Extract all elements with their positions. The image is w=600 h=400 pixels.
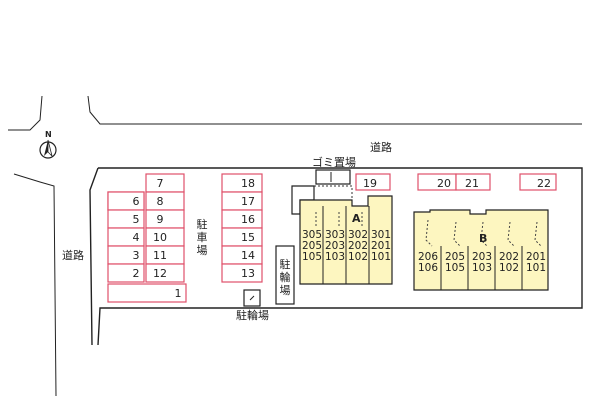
stall-12	[145, 263, 185, 283]
space-12: 12	[153, 267, 167, 280]
building-b-column-4: 202 102	[496, 251, 522, 275]
space-7: 7	[156, 177, 164, 190]
road-label-left: 道路	[62, 249, 84, 262]
unit-302: 302	[347, 229, 369, 241]
space-20: 20	[437, 177, 451, 190]
parking-layer	[107, 173, 557, 303]
building-b-column-5: 201 101	[523, 251, 549, 275]
unit-301: 301	[370, 229, 392, 241]
stall-19	[355, 173, 391, 191]
parking-label: 駐車場	[196, 218, 208, 258]
building-b-label: B	[479, 232, 488, 245]
unit-103: 103	[324, 251, 346, 264]
building-b-column-1: 206 106	[415, 251, 441, 275]
unit-105: 105	[301, 251, 323, 264]
space-15: 15	[241, 231, 255, 244]
building-b-column-3: 203 103	[469, 251, 495, 275]
space-16: 16	[241, 213, 255, 226]
unit-203: 203	[324, 240, 346, 253]
road-label-top: 道路	[370, 141, 392, 154]
space-10: 10	[153, 231, 167, 244]
stall-13	[221, 263, 263, 283]
bicycle-parking-right	[275, 245, 295, 305]
road-edge-left	[13, 173, 57, 397]
unit-b-205: 205	[444, 251, 466, 263]
unit-305: 305	[301, 229, 323, 241]
road-edge-left-top	[8, 95, 43, 131]
bicycle-label-right: 駐輪場	[279, 258, 291, 298]
unit-205: 205	[301, 240, 323, 253]
unit-b-206: 206	[417, 251, 439, 263]
space-4: 4	[132, 231, 140, 244]
building-a-label: A	[352, 212, 361, 225]
space-8: 8	[156, 195, 164, 208]
building-b-outline	[413, 209, 549, 291]
unit-b-105: 105	[444, 262, 466, 275]
space-18: 18	[241, 177, 255, 190]
unit-b-202: 202	[498, 251, 520, 263]
space-13: 13	[241, 267, 255, 280]
unit-303: 303	[324, 229, 346, 241]
unit-b-101: 101	[525, 262, 547, 275]
entrance-outline	[313, 185, 353, 201]
stall-22	[519, 173, 557, 191]
garbage-label: ゴミ置場	[312, 156, 356, 169]
space-11: 11	[153, 249, 167, 262]
space-22: 22	[537, 177, 551, 190]
site-boundary	[97, 167, 583, 346]
space-1: 1	[174, 287, 182, 300]
building-a-column-3: 302 202 102	[346, 229, 370, 264]
bicycle-label-bottom: 駐輪場	[236, 309, 269, 322]
site-boundary-left	[89, 167, 99, 346]
space-3: 3	[132, 249, 140, 262]
unit-102: 102	[347, 251, 369, 264]
building-a-column-4: 301 201 101	[369, 229, 393, 264]
space-9: 9	[156, 213, 164, 226]
garbage-area	[315, 169, 351, 185]
building-b-column-2: 205 105	[442, 251, 468, 275]
building-a-column-1: 305 205 105	[300, 229, 324, 264]
unit-b-102: 102	[498, 262, 520, 275]
unit-101: 101	[370, 251, 392, 264]
space-5: 5	[132, 213, 140, 226]
unit-b-103: 103	[471, 262, 493, 275]
space-6: 6	[132, 195, 140, 208]
space-21: 21	[465, 177, 479, 190]
building-a-column-2: 303 203 103	[323, 229, 347, 264]
stall-21	[455, 173, 491, 191]
unit-b-201: 201	[525, 251, 547, 263]
compass-label: N	[45, 130, 52, 139]
unit-b-203: 203	[471, 251, 493, 263]
space-2: 2	[132, 267, 140, 280]
unit-201: 201	[370, 240, 392, 253]
compass-icon	[39, 139, 57, 159]
unit-202: 202	[347, 240, 369, 253]
stall-1	[107, 283, 187, 303]
space-17: 17	[241, 195, 255, 208]
road-edge-top	[87, 95, 582, 125]
space-14: 14	[241, 249, 255, 262]
unit-b-106: 106	[417, 262, 439, 275]
stall-2	[107, 263, 145, 283]
space-19: 19	[363, 177, 377, 190]
